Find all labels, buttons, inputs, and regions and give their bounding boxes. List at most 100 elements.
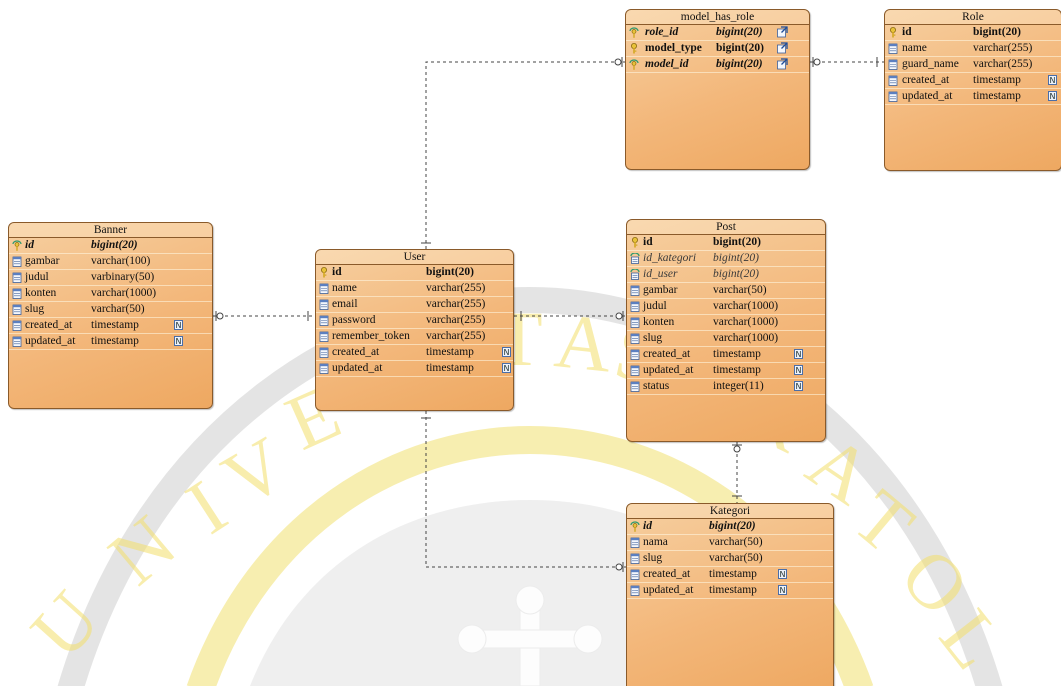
column-type: varchar(100)	[91, 255, 151, 267]
column-icon	[630, 301, 640, 312]
column-type: bigint(20)	[426, 266, 474, 278]
column-type: varchar(50)	[91, 303, 145, 315]
column-type: varchar(1000)	[91, 287, 157, 299]
column-name: id	[332, 266, 342, 278]
column-type: timestamp	[973, 90, 1021, 102]
column-name: id	[902, 26, 912, 38]
column-type: varchar(255)	[426, 330, 486, 342]
column-name: judul	[643, 300, 667, 312]
column-name: password	[332, 314, 376, 326]
column-name: konten	[25, 287, 57, 299]
nullable-badge: N	[174, 320, 183, 330]
nullable-badge: N	[1048, 75, 1057, 85]
column-type: timestamp	[973, 74, 1021, 86]
column-type: varchar(50)	[709, 552, 763, 564]
column-type: timestamp	[91, 319, 139, 331]
rel-post-kategori	[732, 442, 742, 503]
column-name: id	[643, 520, 652, 532]
column-row[interactable]: created_at timestamp N	[885, 73, 1061, 89]
column-name: status	[643, 380, 670, 392]
column-type: varchar(255)	[426, 282, 486, 294]
column-icon	[12, 288, 22, 299]
entity-title: Banner	[9, 223, 212, 238]
column-icon	[630, 553, 640, 564]
column-icon	[319, 283, 329, 294]
column-name: created_at	[902, 74, 950, 86]
column-icon	[630, 537, 640, 548]
rel-user-post	[514, 311, 626, 321]
watermark-letter: A	[551, 296, 616, 388]
column-icon	[319, 363, 329, 374]
column-row[interactable]: id bigint(20)	[316, 265, 513, 281]
nullable-badge: N	[778, 585, 787, 595]
column-row[interactable]: slug varchar(50)	[627, 551, 833, 567]
entity-title: Kategori	[627, 504, 833, 519]
column-name: updated_at	[25, 335, 76, 347]
column-icon	[12, 304, 22, 315]
column-name: id_user	[643, 268, 678, 280]
column-icon	[12, 272, 22, 283]
column-name: gambar	[25, 255, 60, 267]
fk-column-icon	[630, 252, 640, 264]
column-name: updated_at	[332, 362, 383, 374]
column-row[interactable]: gambar varchar(100)	[9, 254, 212, 270]
column-icon	[319, 299, 329, 310]
foreign-key-link-icon	[776, 42, 788, 54]
column-icon	[630, 333, 640, 344]
column-icon	[319, 315, 329, 326]
pk-key-icon	[629, 43, 639, 54]
column-type: timestamp	[709, 568, 757, 580]
rel-user-kategori	[421, 411, 626, 572]
column-type: bigint(20)	[713, 236, 761, 248]
column-icon	[630, 585, 640, 596]
pk-fk-key-icon	[12, 240, 22, 251]
column-row[interactable]: name varchar(255)	[316, 281, 513, 297]
column-icon	[888, 59, 898, 70]
column-name: slug	[643, 552, 663, 564]
column-name: model_id	[645, 58, 689, 70]
column-icon	[319, 347, 329, 358]
column-type: timestamp	[713, 364, 761, 376]
column-name: name	[332, 282, 357, 294]
column-name: id_kategori	[643, 252, 697, 264]
column-icon	[12, 336, 22, 347]
column-row[interactable]: konten varchar(1000)	[9, 286, 212, 302]
